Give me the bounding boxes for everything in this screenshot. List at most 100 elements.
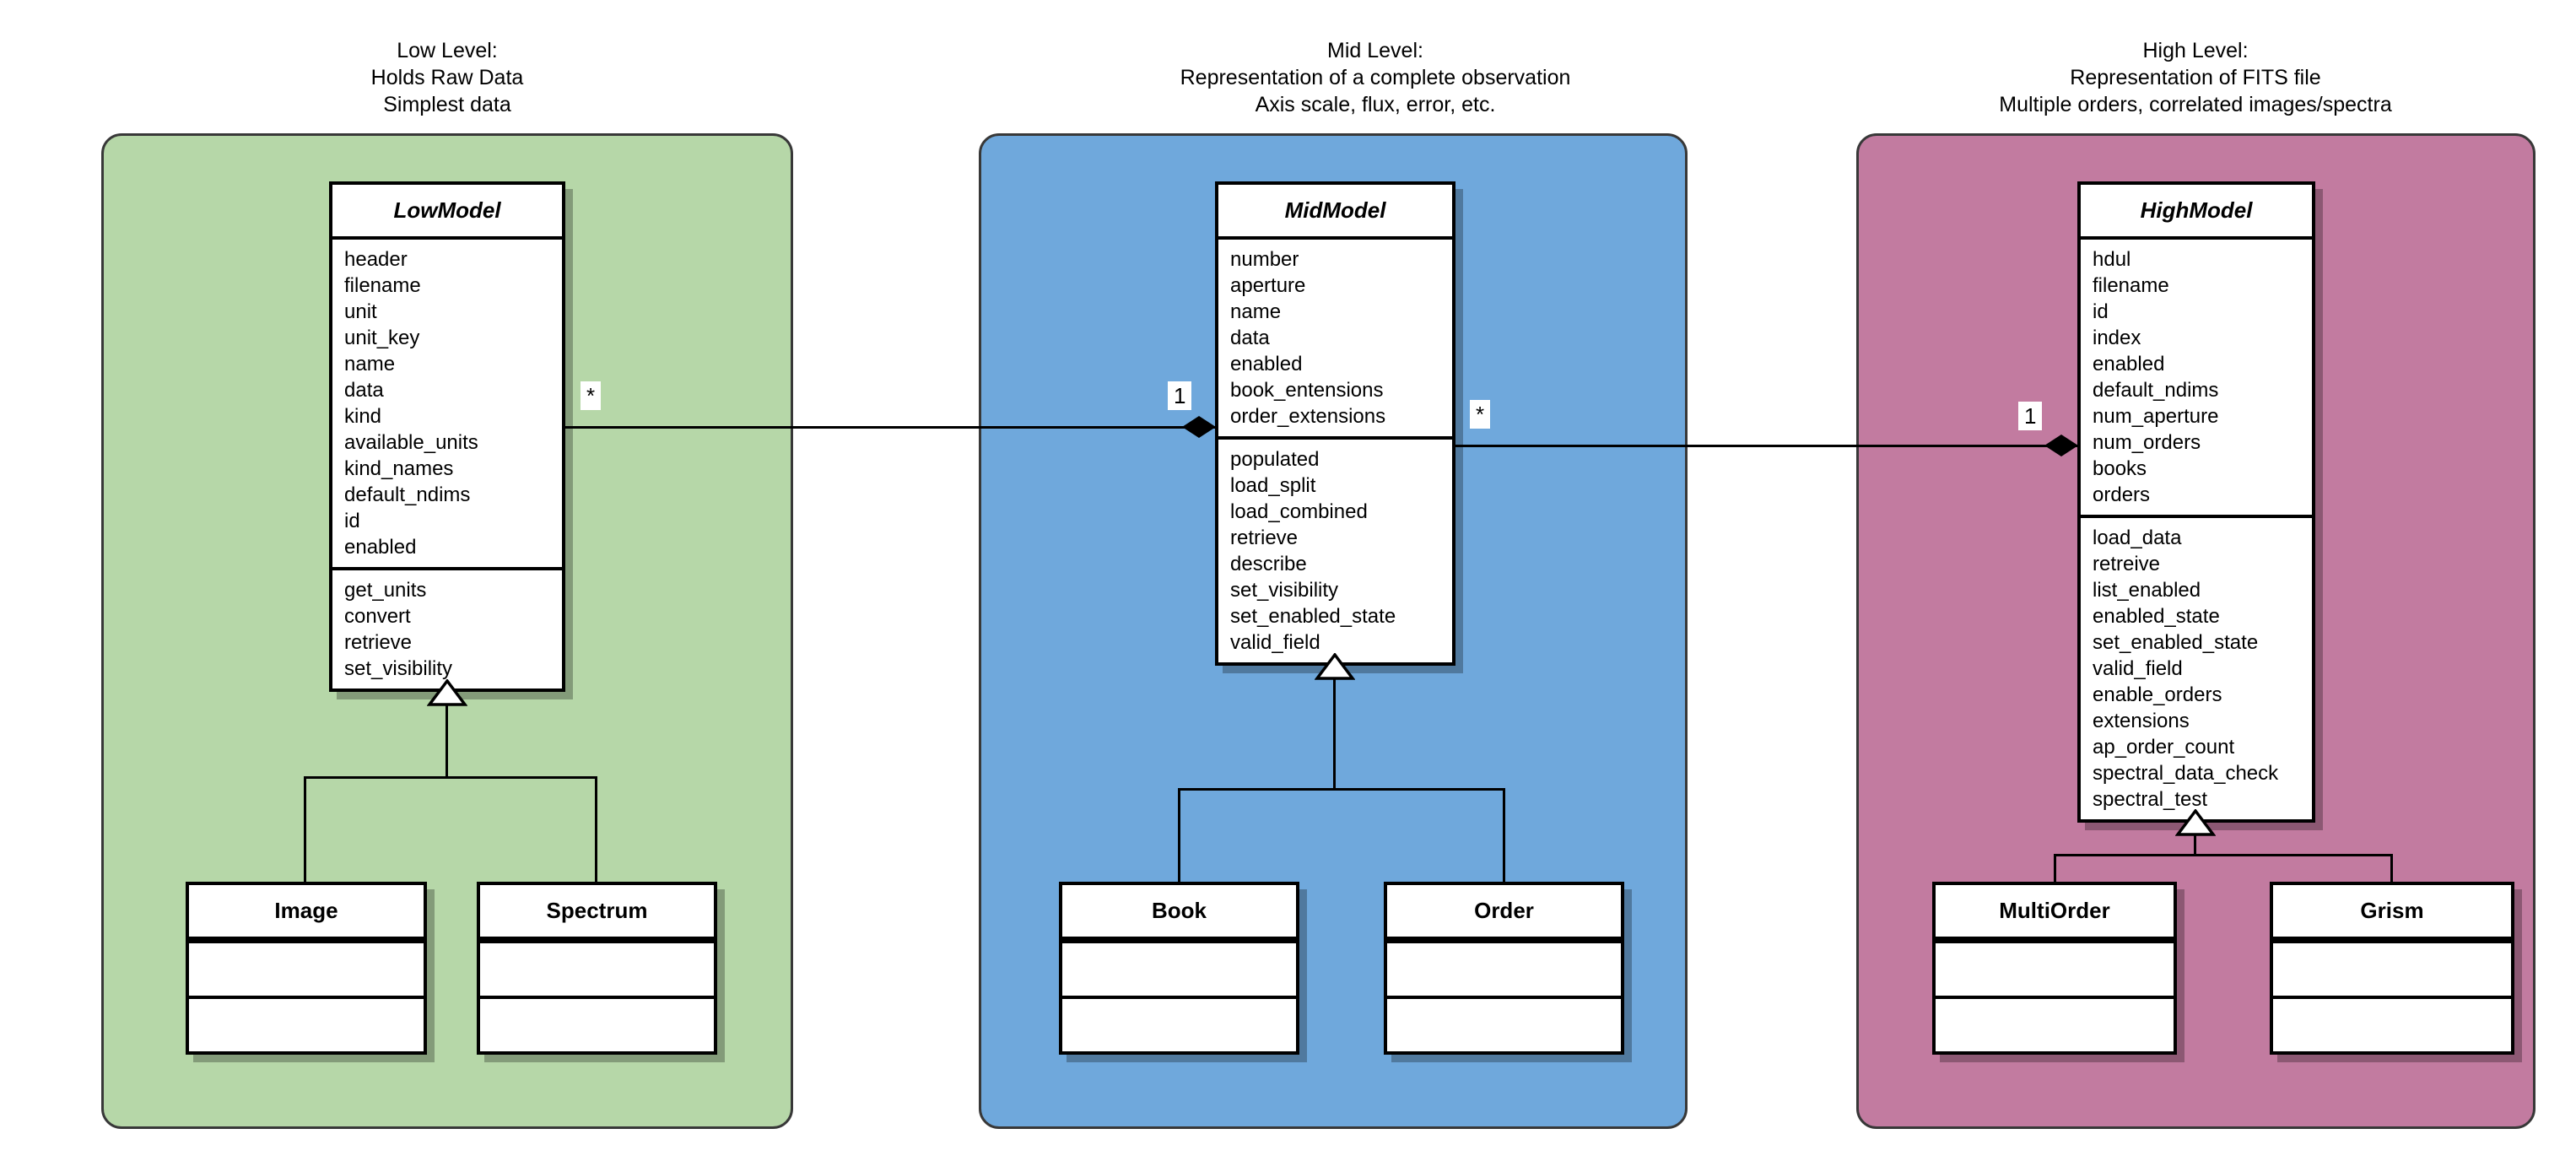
class-title: LowModel bbox=[332, 185, 562, 240]
attributes-compartment-empty bbox=[1936, 943, 2174, 996]
class-order: Order bbox=[1384, 882, 1624, 1055]
composition-diamond-icon bbox=[1182, 416, 1216, 438]
compartments bbox=[480, 940, 714, 1051]
member-row: header bbox=[344, 248, 408, 271]
panel-title-line: Representation of a complete observation bbox=[1180, 66, 1571, 89]
panel-title-line: Simplest data bbox=[383, 93, 511, 116]
member-row: default_ndims bbox=[2093, 379, 2219, 402]
multiplicity-one-label: 1 bbox=[2018, 402, 2043, 430]
member-row: retreive bbox=[2093, 553, 2161, 575]
class-book: Book bbox=[1059, 882, 1299, 1055]
member-row: name bbox=[344, 353, 396, 375]
member-row: valid_field bbox=[1230, 631, 1320, 654]
class-title: MultiOrder bbox=[1936, 885, 2174, 940]
member-row: enable_orders bbox=[2093, 683, 2222, 706]
class-image: Image bbox=[186, 882, 427, 1055]
member-row: kind_names bbox=[344, 457, 454, 480]
member-row: set_visibility bbox=[1230, 579, 1339, 602]
member-row: set_enabled_state bbox=[1230, 605, 1396, 628]
multiplicity-many-label: * bbox=[1470, 400, 1491, 429]
member-row: enabled bbox=[1230, 353, 1303, 375]
member-row: num_orders bbox=[2093, 431, 2201, 454]
attributes-compartment-empty bbox=[189, 943, 424, 996]
composition-link-low-mid bbox=[565, 426, 1215, 429]
multiplicity-many-label: * bbox=[581, 381, 602, 410]
class-title: Order bbox=[1387, 885, 1621, 940]
inheritance-stem bbox=[446, 705, 448, 779]
member-row: ap_order_count bbox=[2093, 736, 2235, 759]
member-row: aperture bbox=[1230, 274, 1306, 297]
methods-compartment-empty bbox=[1062, 996, 1296, 1051]
member-row: get_units bbox=[344, 579, 427, 602]
member-row: num_aperture bbox=[2093, 405, 2219, 428]
member-row: id bbox=[2093, 300, 2109, 323]
class-title: Image bbox=[189, 885, 424, 940]
member-row: filename bbox=[2093, 274, 2169, 297]
inheritance-drop bbox=[595, 776, 597, 883]
member-row: enabled bbox=[344, 536, 417, 559]
inheritance-branch bbox=[2054, 854, 2393, 856]
member-row: orders bbox=[2093, 483, 2151, 506]
member-row: populated bbox=[1230, 448, 1320, 471]
composition-diamond-icon bbox=[2044, 435, 2078, 456]
member-row: set_enabled_state bbox=[2093, 631, 2259, 654]
member-row: load_combined bbox=[1230, 500, 1368, 523]
member-row: default_ndims bbox=[344, 483, 471, 506]
member-row: data bbox=[344, 379, 384, 402]
member-row: unit bbox=[344, 300, 377, 323]
member-row: enabled bbox=[2093, 353, 2165, 375]
member-row: available_units bbox=[344, 431, 478, 454]
member-row: enabled_state bbox=[2093, 605, 2220, 628]
member-row: number bbox=[1230, 248, 1299, 271]
attributes-compartment-empty bbox=[2273, 943, 2511, 996]
compartments bbox=[1387, 940, 1621, 1051]
methods-compartment-empty bbox=[189, 996, 424, 1051]
inheritance-branch bbox=[1178, 788, 1505, 791]
class-title: Spectrum bbox=[480, 885, 714, 940]
member-row: book_entensions bbox=[1230, 379, 1384, 402]
member-row: load_split bbox=[1230, 474, 1316, 497]
member-row: hdul bbox=[2093, 248, 2131, 271]
multiplicity-one-label: 1 bbox=[1168, 381, 1192, 410]
panel-title-line: Representation of FITS file bbox=[2070, 66, 2321, 89]
methods-compartment-empty bbox=[1936, 996, 2174, 1051]
attributes-compartment: number aperture name data enabled book_entens… bbox=[1218, 240, 1452, 436]
member-row: id bbox=[344, 510, 360, 532]
member-row: name bbox=[1230, 300, 1282, 323]
attributes-compartment-empty bbox=[1387, 943, 1621, 996]
panel-title-line: Holds Raw Data bbox=[370, 66, 524, 89]
member-row: order_extensions bbox=[1230, 405, 1386, 428]
compartments bbox=[2273, 940, 2511, 1051]
panel-title-line: Multiple orders, correlated images/spect… bbox=[1999, 93, 2392, 116]
member-row: index bbox=[2093, 327, 2141, 349]
methods-compartment-empty bbox=[2273, 996, 2511, 1051]
inheritance-stem bbox=[1333, 679, 1336, 791]
class-title: Book bbox=[1062, 885, 1296, 940]
member-row: retrieve bbox=[344, 631, 413, 654]
inheritance-drop bbox=[2054, 854, 2056, 883]
class-title: MidModel bbox=[1218, 185, 1452, 240]
compartments bbox=[1936, 940, 2174, 1051]
attributes-compartment-empty bbox=[1062, 943, 1296, 996]
inheritance-drop bbox=[2390, 854, 2393, 883]
member-row: valid_field bbox=[2093, 657, 2183, 680]
member-row: convert bbox=[344, 605, 411, 628]
inheritance-drop bbox=[304, 776, 306, 883]
inheritance-drop bbox=[1178, 788, 1180, 883]
member-row: kind bbox=[344, 405, 382, 428]
compartments bbox=[1062, 940, 1296, 1051]
inheritance-triangle-icon bbox=[2175, 809, 2216, 836]
compartments bbox=[189, 940, 424, 1051]
panel-title-mid: Mid Level:Representation of a complete o… bbox=[1180, 37, 1571, 118]
member-row: data bbox=[1230, 327, 1270, 349]
member-row: load_data bbox=[2093, 526, 2182, 549]
